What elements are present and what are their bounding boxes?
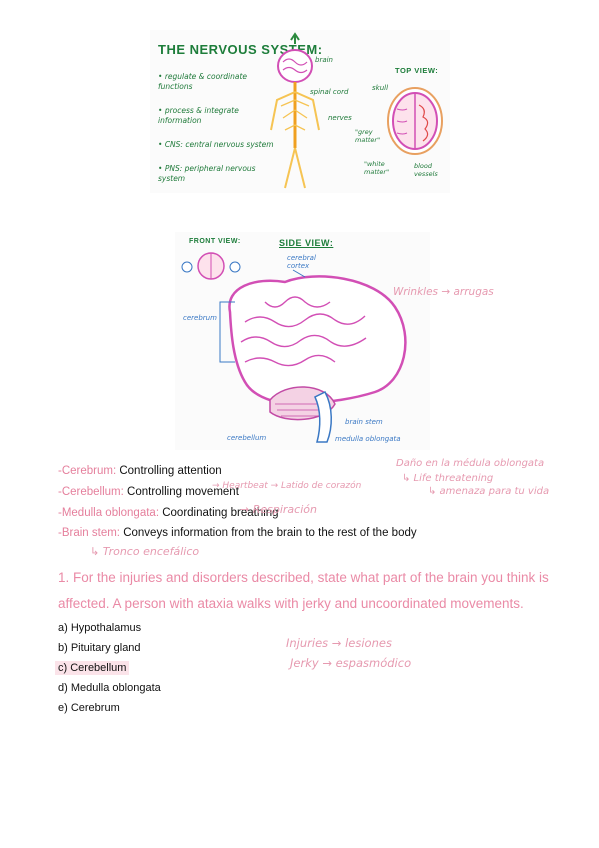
term: -Cerebellum: — [58, 486, 124, 498]
label-spinal-cord: spinal cord — [310, 88, 349, 96]
note-damage-3: ↳ amenaza para tu vida — [428, 486, 550, 497]
definition-cerebrum: -Cerebrum: Controlling attention — [58, 465, 222, 477]
brain-side-view-figure: FRONT VIEW: SIDE VIEW: cerebral cortex c… — [175, 232, 430, 450]
side-view-brain — [219, 269, 407, 443]
description: Controlling movement — [127, 486, 239, 498]
question-line-2: affected. A person with ataxia walks wit… — [58, 596, 524, 611]
note-tronco: ↳ Tronco encefálico — [90, 545, 200, 558]
note-jerky: Jerky → espasmódico — [290, 656, 412, 670]
note-damage-2: ↳ Life threatening — [402, 473, 494, 484]
option-a[interactable]: a) Hypothalamus — [58, 622, 142, 634]
label-cerebral-cortex: cerebral cortex — [287, 254, 316, 270]
label-cerebrum: cerebrum — [183, 314, 217, 322]
description: Coordinating breathing — [162, 507, 279, 519]
nervous-system-figure: THE NERVOUS SYSTEM: • regulate & coordin… — [150, 30, 450, 193]
body-diagram — [270, 32, 320, 189]
label-medulla: medulla oblongata — [335, 435, 401, 443]
label-brain: brain — [315, 56, 333, 64]
note-damage-1: Daño en la médula oblongata — [396, 458, 545, 469]
label-blood-vessels: blood vessels — [414, 162, 438, 178]
bullet-item: • CNS: central nervous system — [158, 140, 274, 149]
front-view-brain — [181, 252, 241, 280]
option-b[interactable]: b) Pituitary gland — [58, 642, 141, 654]
option-e[interactable]: e) Cerebrum — [58, 702, 120, 714]
term: -Medulla oblongata: — [58, 507, 160, 519]
bullet-item: • PNS: peripheral nervous system — [158, 164, 256, 183]
top-view-title: TOP VIEW: — [395, 66, 439, 75]
bullet-item: • regulate & coordinate functions — [158, 72, 248, 91]
bullet-item: • process & integrate information — [158, 106, 239, 125]
option-c-selected[interactable]: c) Cerebellum — [55, 661, 130, 675]
description: Controlling attention — [119, 465, 222, 477]
term: -Brain stem: — [58, 527, 120, 539]
bullet-list: • regulate & coordinate functions • proc… — [158, 72, 276, 184]
definition-brain-stem: -Brain stem: Conveys information from th… — [58, 527, 417, 539]
term: -Cerebrum: — [58, 465, 117, 477]
note-injuries: Injuries → lesiones — [286, 636, 392, 650]
figure-title: THE NERVOUS SYSTEM: — [158, 42, 323, 57]
question-line-1: 1. For the injuries and disorders descri… — [58, 570, 549, 585]
front-view-title: FRONT VIEW: — [189, 238, 241, 245]
note-heartbeat: → Heartbeat → Latido de corazón — [212, 481, 362, 491]
note-wrinkles: Wrinkles → arrugas — [393, 286, 494, 298]
definition-medulla: -Medulla oblongata: Coordinating breathi… — [58, 507, 279, 519]
label-brain-stem: brain stem — [345, 418, 383, 426]
label-nerves: nerves — [328, 114, 352, 122]
note-respiration: → Respiración — [240, 503, 317, 516]
description: Conveys information from the brain to th… — [123, 527, 417, 539]
definition-cerebellum: -Cerebellum: Controlling movement — [58, 486, 239, 498]
label-skull: skull — [372, 84, 389, 92]
label-grey-matter: "grey matter" — [355, 128, 381, 144]
label-white-matter: "white matter" — [364, 160, 390, 176]
option-d[interactable]: d) Medulla oblongata — [58, 682, 161, 694]
top-view-brain — [387, 87, 443, 155]
label-cerebellum: cerebellum — [227, 434, 267, 442]
side-view-title: SIDE VIEW: — [279, 238, 334, 248]
